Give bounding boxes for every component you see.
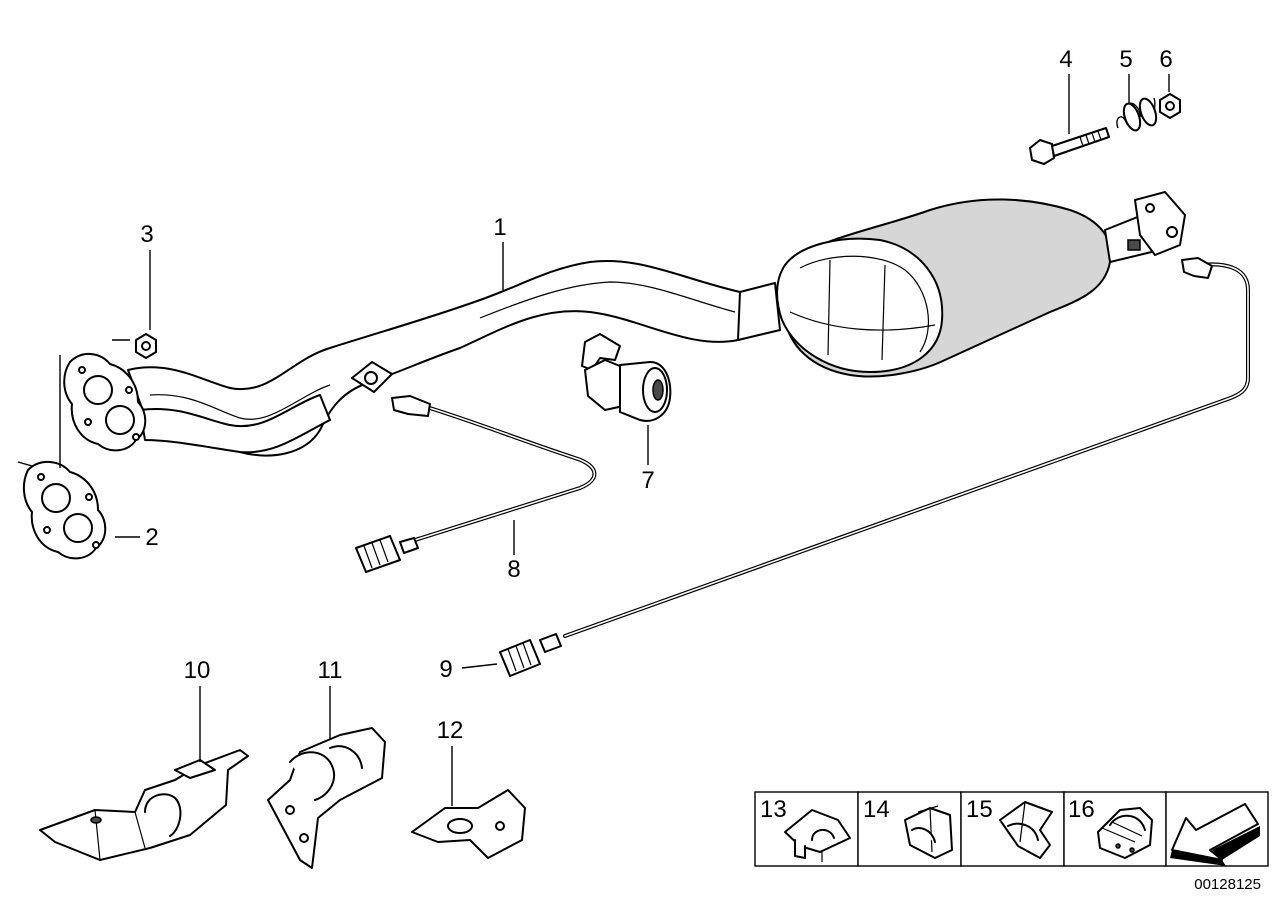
callout-6: 6: [1159, 46, 1172, 73]
callout-8: 8: [507, 556, 520, 583]
callout-2: 2: [145, 524, 158, 551]
callout-7: 7: [641, 467, 654, 494]
part-5-spring[interactable]: [1116, 96, 1159, 132]
part-13-clip[interactable]: [784, 809, 851, 862]
callout-5: 5: [1119, 46, 1132, 73]
part-15-clip[interactable]: [999, 801, 1053, 859]
callout-9: 9: [439, 656, 452, 683]
part-12-bracket[interactable]: [411, 789, 526, 859]
part-4-bolt[interactable]: [1029, 127, 1110, 165]
part-10-bracket[interactable]: [39, 749, 249, 861]
part-8-oxygen-sensor[interactable]: [355, 395, 597, 573]
callout-3: 3: [140, 221, 153, 248]
part-1-inlet-flange: [63, 353, 147, 452]
callout-11: 11: [318, 657, 343, 684]
part-2-gasket[interactable]: [22, 461, 107, 560]
part-16-clip[interactable]: [1097, 807, 1153, 859]
part-11-bracket[interactable]: [267, 727, 386, 869]
part-3-hex-nut[interactable]: [135, 333, 157, 359]
callout-13: 13: [760, 796, 787, 823]
part-14-clip[interactable]: [904, 805, 953, 859]
part-9-oxygen-sensor[interactable]: [499, 257, 1250, 677]
small-parts-table: 13 14 15 16: [754, 791, 1269, 867]
callout-16: 16: [1068, 796, 1095, 823]
callout-14: 14: [863, 796, 890, 823]
callout-4: 4: [1059, 46, 1072, 73]
callout-1: 1: [493, 214, 506, 241]
callout-12: 12: [437, 717, 464, 744]
arrow-down-left-icon: [1170, 803, 1260, 866]
part-6-hex-nut[interactable]: [1159, 93, 1181, 119]
part-1-front-pipe-catalytic-converter[interactable]: [127, 191, 1186, 457]
callouts: 1 2 3 4 5 6 7 8 9 10 11 12: [17, 46, 1173, 806]
reference-number: 00128125: [1194, 876, 1261, 893]
callout-10: 10: [184, 657, 211, 684]
callout-15: 15: [966, 796, 993, 823]
part-7-rubber-mount[interactable]: [581, 333, 672, 422]
